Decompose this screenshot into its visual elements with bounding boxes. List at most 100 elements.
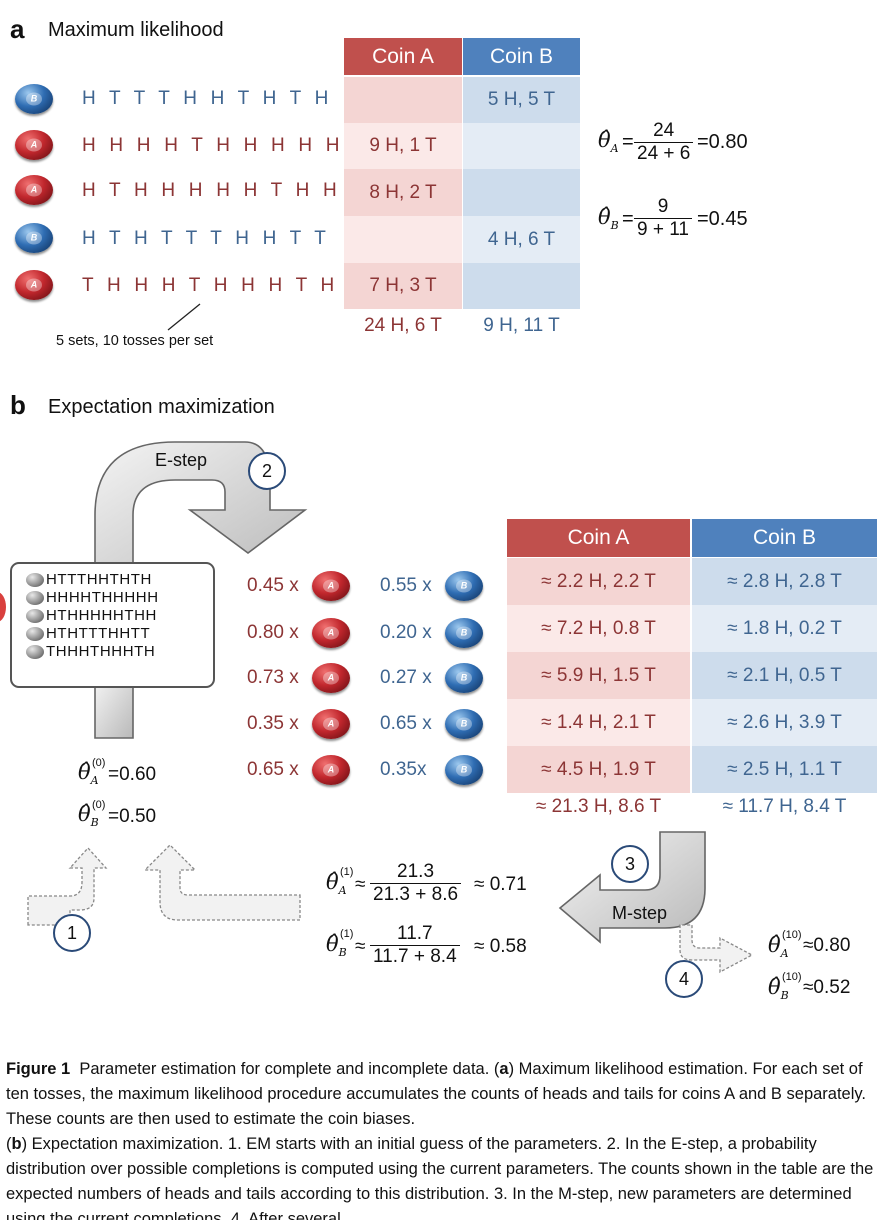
theta-a-updated: ≈ 0.71 bbox=[474, 874, 527, 895]
theta-b-fraction: 9 9 + 11 bbox=[634, 196, 692, 241]
m-step-label: M-step bbox=[612, 903, 668, 923]
step-2-badge: 2 bbox=[248, 452, 286, 490]
coin-a-icon: A bbox=[15, 270, 53, 300]
list-item: HHHHTHHHHH bbox=[26, 589, 213, 607]
incomplete-data-box: HTTTHHTHTH HHHHTHHHHH HTHHHHHTHH HTHTTTH… bbox=[10, 562, 215, 688]
theta-a-final: ≈0.80 bbox=[803, 935, 851, 956]
coin-a-icon: A bbox=[312, 663, 350, 693]
superscript: (0) bbox=[92, 757, 106, 769]
theta-a-estimate: =0.80 bbox=[697, 131, 748, 153]
table-a-cell: 5 H, 5 T bbox=[463, 77, 580, 123]
table-b-cell: ≈ 2.2 H, 2.2 T bbox=[507, 558, 690, 605]
coin-a-icon: A bbox=[312, 709, 350, 739]
step-3-badge: 3 bbox=[611, 845, 649, 883]
toss-sequence: H T H H H H H T H H bbox=[82, 180, 341, 201]
step-1-badge: 1 bbox=[53, 914, 91, 952]
theta-a-updated-symbol: θ̂A bbox=[326, 870, 347, 898]
table-b-header-coin-a: Coin A bbox=[507, 519, 690, 557]
unknown-coin-icon bbox=[26, 573, 44, 588]
table-a-cell: 9 H, 1 T bbox=[344, 123, 462, 169]
fraction-denominator: 9 + 11 bbox=[634, 218, 692, 241]
caption-a-ref: a bbox=[499, 1060, 509, 1078]
fraction-numerator: 24 bbox=[653, 120, 675, 141]
theta-b-initial: =0.50 bbox=[108, 806, 157, 827]
coin-a-icon: A bbox=[15, 175, 53, 205]
theta-a-final-symbol: θ̂A bbox=[768, 933, 789, 961]
panel-b-title: Expectation maximization bbox=[48, 396, 275, 418]
coin-b-icon: B bbox=[445, 755, 483, 785]
tosses-note: 5 sets, 10 tosses per set bbox=[56, 333, 214, 349]
table-a-cell bbox=[344, 216, 462, 263]
table-a-cell: 7 H, 3 T bbox=[344, 263, 462, 309]
weight-b: 0.27 x bbox=[380, 667, 432, 688]
table-b-cell: ≈ 5.9 H, 1.5 T bbox=[507, 652, 690, 699]
note-pointer-line bbox=[167, 303, 201, 331]
unknown-coin-icon bbox=[26, 627, 44, 642]
equals-sign: = bbox=[622, 131, 634, 153]
fraction-denominator: 11.7 + 8.4 bbox=[370, 945, 460, 968]
theta-a-fraction: 24 24 + 6 bbox=[634, 120, 694, 165]
caption-label: Figure 1 bbox=[6, 1060, 71, 1078]
caption-text: ) Maximum likelihood estimation. For eac… bbox=[6, 1060, 867, 1128]
table-b-cell: ≈ 1.8 H, 0.2 T bbox=[692, 605, 877, 652]
figure-caption: Figure 1 Parameter estimation for comple… bbox=[6, 1057, 878, 1220]
table-b-cell: ≈ 2.6 H, 3.9 T bbox=[692, 699, 877, 746]
weight-a: 0.80 x bbox=[247, 622, 299, 643]
table-b-total-coin-a: ≈ 21.3 H, 8.6 T bbox=[535, 796, 662, 817]
table-a-header-coin-a: Coin A bbox=[344, 38, 462, 75]
table-a-cell bbox=[463, 123, 580, 169]
list-item: HTHTTTHHTT bbox=[26, 625, 213, 643]
weight-b: 0.55 x bbox=[380, 575, 432, 596]
e-step-label: E-step bbox=[155, 450, 208, 470]
weight-a: 0.35 x bbox=[247, 713, 299, 734]
superscript: (0) bbox=[92, 799, 106, 811]
fraction-denominator: 24 + 6 bbox=[634, 142, 694, 165]
superscript: (10) bbox=[782, 929, 802, 941]
coin-b-icon: B bbox=[445, 663, 483, 693]
caption-text: ) Expectation maximization. 1. EM starts… bbox=[6, 1135, 874, 1220]
coin-a-icon: A bbox=[312, 755, 350, 785]
theta-b-updated: ≈ 0.58 bbox=[474, 936, 527, 957]
panel-b-letter: b bbox=[10, 390, 26, 420]
table-b-cell: ≈ 1.4 H, 2.1 T bbox=[507, 699, 690, 746]
table-a-total-coin-b: 9 H, 11 T bbox=[483, 315, 560, 336]
table-b-cell: ≈ 4.5 H, 1.9 T bbox=[507, 746, 690, 793]
table-a-cell bbox=[344, 77, 462, 123]
theta-b-update-fraction: 11.7 11.7 + 8.4 bbox=[370, 923, 460, 968]
table-a-cell: 4 H, 6 T bbox=[463, 216, 580, 263]
equals-sign: = bbox=[622, 208, 634, 230]
coin-a-icon: A bbox=[312, 618, 350, 648]
table-b-cell: ≈ 2.1 H, 0.5 T bbox=[692, 652, 877, 699]
superscript: (1) bbox=[340, 866, 354, 878]
caption-text: ( bbox=[6, 1135, 12, 1153]
approx-sign: ≈ bbox=[355, 936, 366, 957]
caption-text: Parameter estimation for complete and in… bbox=[79, 1060, 500, 1078]
theta-b-symbol: θ̂B bbox=[598, 205, 619, 233]
step-4-badge: 4 bbox=[665, 960, 703, 998]
approx-sign: ≈ bbox=[355, 874, 366, 895]
table-a-header-coin-b: Coin B bbox=[463, 38, 580, 75]
weight-b: 0.65 x bbox=[380, 713, 432, 734]
table-b-total-coin-b: ≈ 11.7 H, 8.4 T bbox=[722, 796, 847, 817]
panel-a-letter: a bbox=[10, 14, 25, 44]
coin-b-icon: B bbox=[15, 223, 53, 253]
fraction-denominator: 21.3 + 8.6 bbox=[370, 883, 462, 906]
fraction-numerator: 9 bbox=[657, 196, 669, 217]
weight-a: 0.45 x bbox=[247, 575, 299, 596]
toss-sequence: T H H H T H H H T H bbox=[82, 275, 339, 296]
coin-b-icon: B bbox=[445, 618, 483, 648]
table-b-cell: ≈ 2.5 H, 1.1 T bbox=[692, 746, 877, 793]
table-b-cell: ≈ 7.2 H, 0.8 T bbox=[507, 605, 690, 652]
coin-a-icon: A bbox=[15, 130, 53, 160]
weight-b: 0.20 x bbox=[380, 622, 432, 643]
theta-a-initial: =0.60 bbox=[108, 764, 157, 785]
theta-b-updated-symbol: θ̂B bbox=[326, 932, 347, 960]
table-a-total-coin-a: 24 H, 6 T bbox=[364, 315, 442, 336]
superscript: (10) bbox=[782, 971, 802, 983]
table-b-header-coin-b: Coin B bbox=[692, 519, 877, 557]
table-a-cell bbox=[463, 263, 580, 309]
toss-sequence: H H H H T H H H H H bbox=[82, 135, 344, 156]
theta-a-symbol: θ̂A bbox=[598, 128, 619, 156]
table-a-cell bbox=[463, 169, 580, 216]
theta-b-initial-symbol: θ̂B bbox=[78, 802, 99, 830]
